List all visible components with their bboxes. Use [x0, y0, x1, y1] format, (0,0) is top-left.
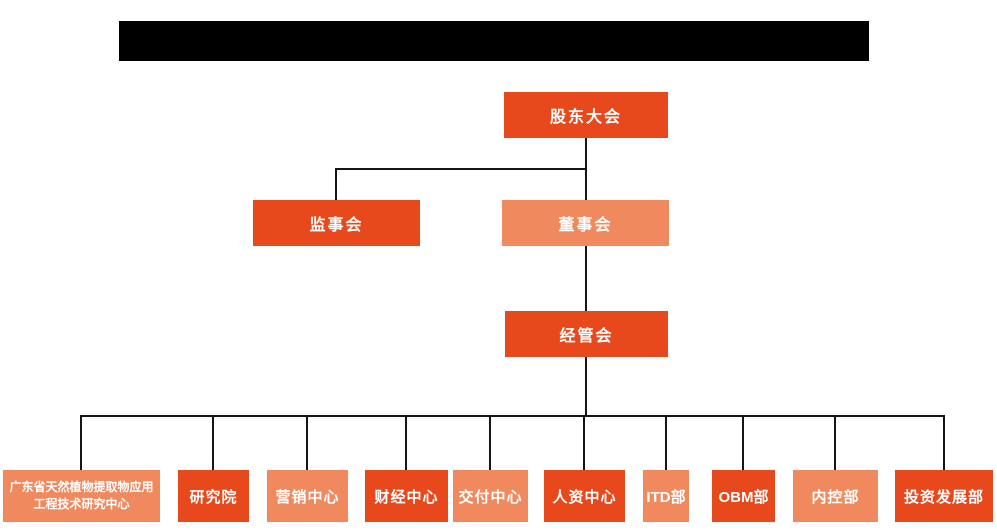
org-node-label: 营销中心	[275, 488, 340, 506]
org-node-label: 投资发展部	[903, 488, 984, 506]
connector-management-to-bus	[585, 357, 587, 416]
org-node-label: 广东省天然植物提取物应用工程技术研究中心	[9, 480, 154, 511]
connector-departments-bus	[81, 415, 945, 417]
org-node-label: 交付中心	[458, 488, 523, 506]
connector-drop-dept-5	[583, 415, 585, 470]
connector-drop-dept-9	[943, 415, 945, 470]
org-node-label: 监事会	[309, 217, 364, 234]
connector-drop-dept-7	[742, 415, 744, 470]
org-node-obm-department: OBM部	[712, 470, 775, 522]
org-node-shareholders-meeting: 股东大会	[504, 92, 668, 138]
connector-drop-dept-4	[489, 415, 491, 470]
org-node-management-committee: 经管会	[505, 311, 668, 357]
org-node-label: 人资中心	[552, 488, 617, 506]
redacted-title-bar	[119, 21, 869, 61]
org-node-hr-center: 人资中心	[544, 470, 625, 522]
connector-drop-dept-2	[306, 415, 308, 470]
connector-drop-dept-6	[665, 415, 667, 470]
org-node-finance-center: 财经中心	[365, 470, 448, 522]
connector-drop-dept-1	[212, 415, 214, 470]
connector-drop-dept-3	[405, 415, 407, 470]
org-node-label: 研究院	[189, 488, 238, 506]
connector-root-to-board	[585, 138, 587, 200]
org-node-research-institute: 研究院	[178, 470, 249, 522]
connector-branch-supervisory	[336, 168, 586, 170]
connector-board-to-management	[585, 246, 587, 311]
org-node-delivery-center: 交付中心	[453, 470, 528, 522]
org-node-board-of-directors: 董事会	[502, 200, 669, 246]
org-node-internal-control-department: 内控部	[793, 470, 878, 522]
org-node-label: OBM部	[718, 488, 769, 506]
org-node-label: 股东大会	[549, 109, 622, 126]
org-node-label: 财经中心	[374, 488, 439, 506]
org-node-label: 董事会	[558, 217, 613, 234]
org-node-itd-department: ITD部	[643, 470, 689, 522]
org-node-research-center: 广东省天然植物提取物应用工程技术研究中心	[3, 470, 160, 522]
connector-drop-dept-0	[80, 415, 82, 470]
org-node-label: 内控部	[811, 488, 860, 506]
connector-drop-supervisory	[335, 168, 337, 200]
org-node-investment-development-department: 投资发展部	[895, 470, 993, 522]
org-node-label: ITD部	[646, 488, 686, 506]
connector-drop-dept-8	[834, 415, 836, 470]
org-node-supervisory-board: 监事会	[253, 200, 420, 246]
org-node-label: 经管会	[559, 328, 614, 345]
org-node-marketing-center: 营销中心	[267, 470, 348, 522]
